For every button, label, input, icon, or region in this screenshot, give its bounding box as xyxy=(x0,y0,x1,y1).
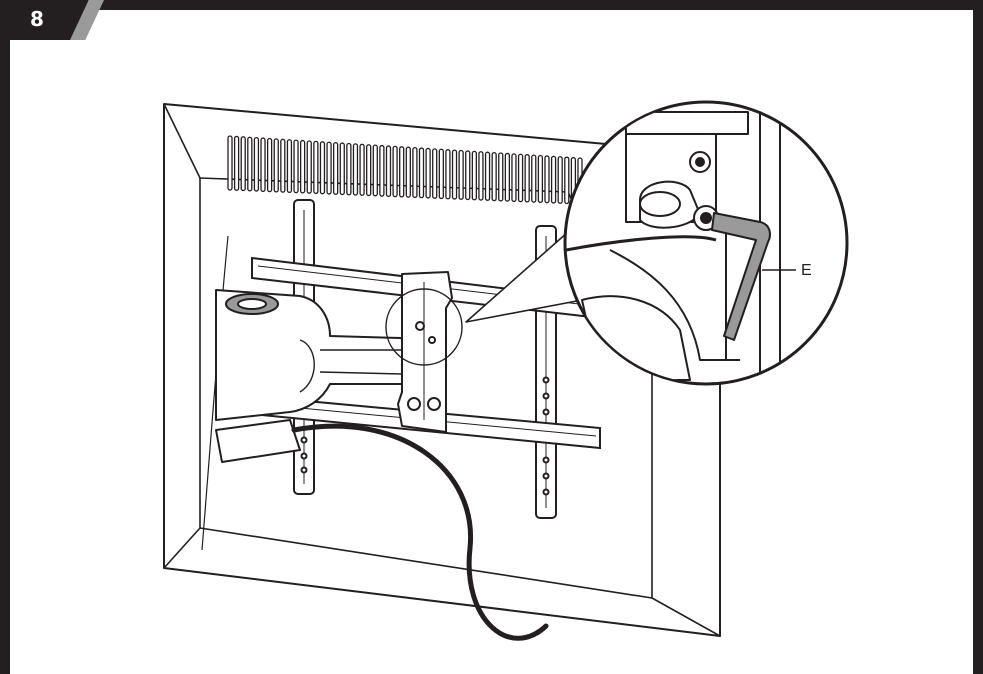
vent-slot xyxy=(498,152,504,202)
vent-slot xyxy=(372,144,378,197)
vent-slot xyxy=(346,142,352,196)
vent-slot xyxy=(557,156,563,204)
vent-slot xyxy=(399,146,405,198)
mounting-plate xyxy=(397,271,453,433)
vent-slot xyxy=(359,143,365,196)
hex-key-icon xyxy=(711,212,771,341)
articulating-arm xyxy=(215,289,419,463)
vent-slot xyxy=(537,154,544,204)
detail-target-circle xyxy=(385,288,463,366)
vent-slot xyxy=(517,153,524,203)
vent-slot xyxy=(504,152,511,202)
vent-slot xyxy=(544,155,550,204)
vent-slot xyxy=(432,148,438,199)
vent-slot xyxy=(286,139,293,194)
vent-slot xyxy=(280,138,286,193)
vent-slot xyxy=(491,151,497,202)
step-number: 8 xyxy=(30,7,44,31)
vent-slot xyxy=(273,138,279,193)
vent-slot xyxy=(326,141,332,195)
vent-slot xyxy=(333,141,339,195)
vent-slot xyxy=(478,151,484,201)
vent-slot xyxy=(484,151,491,201)
vent-slot xyxy=(564,156,570,205)
vent-slot xyxy=(550,155,557,204)
frame-left-border xyxy=(0,0,10,674)
vent-slot xyxy=(438,148,444,200)
vent-slot xyxy=(339,142,345,196)
vent-slot xyxy=(313,140,319,195)
vent-slot xyxy=(266,137,273,193)
vent-slot xyxy=(260,137,266,192)
vent-slot xyxy=(253,137,260,192)
vent-slot xyxy=(451,149,458,200)
vent-slot xyxy=(418,147,425,199)
power-cable xyxy=(291,423,549,641)
vent-slot xyxy=(405,146,411,198)
vent-slot xyxy=(240,136,246,192)
vent-slot xyxy=(458,149,464,200)
vent-slot xyxy=(306,140,312,194)
vent-slot xyxy=(511,153,517,203)
vent-slot xyxy=(352,143,359,196)
vent-slot xyxy=(233,135,240,191)
vent-slot xyxy=(445,149,451,200)
vent-slot xyxy=(385,145,392,197)
vent-slot xyxy=(319,141,326,195)
tv-vent-slots xyxy=(227,135,583,205)
zoom-detail xyxy=(563,100,849,386)
vent-slot xyxy=(227,135,233,191)
vent-slot xyxy=(379,144,385,197)
vent-slot xyxy=(392,145,398,198)
vent-slot xyxy=(366,144,372,197)
vent-slot xyxy=(524,154,530,203)
vent-slot xyxy=(247,136,253,192)
vent-slot xyxy=(299,139,306,194)
vent-slot xyxy=(471,150,477,201)
vent-slot xyxy=(465,150,471,201)
vent-slot xyxy=(425,147,431,199)
vent-slot xyxy=(531,154,537,203)
vent-slot xyxy=(412,146,418,199)
vent-slot xyxy=(293,139,299,194)
callout-label-e: E xyxy=(801,262,812,279)
frame-right-border xyxy=(973,0,983,674)
frame-top-border xyxy=(0,0,983,10)
